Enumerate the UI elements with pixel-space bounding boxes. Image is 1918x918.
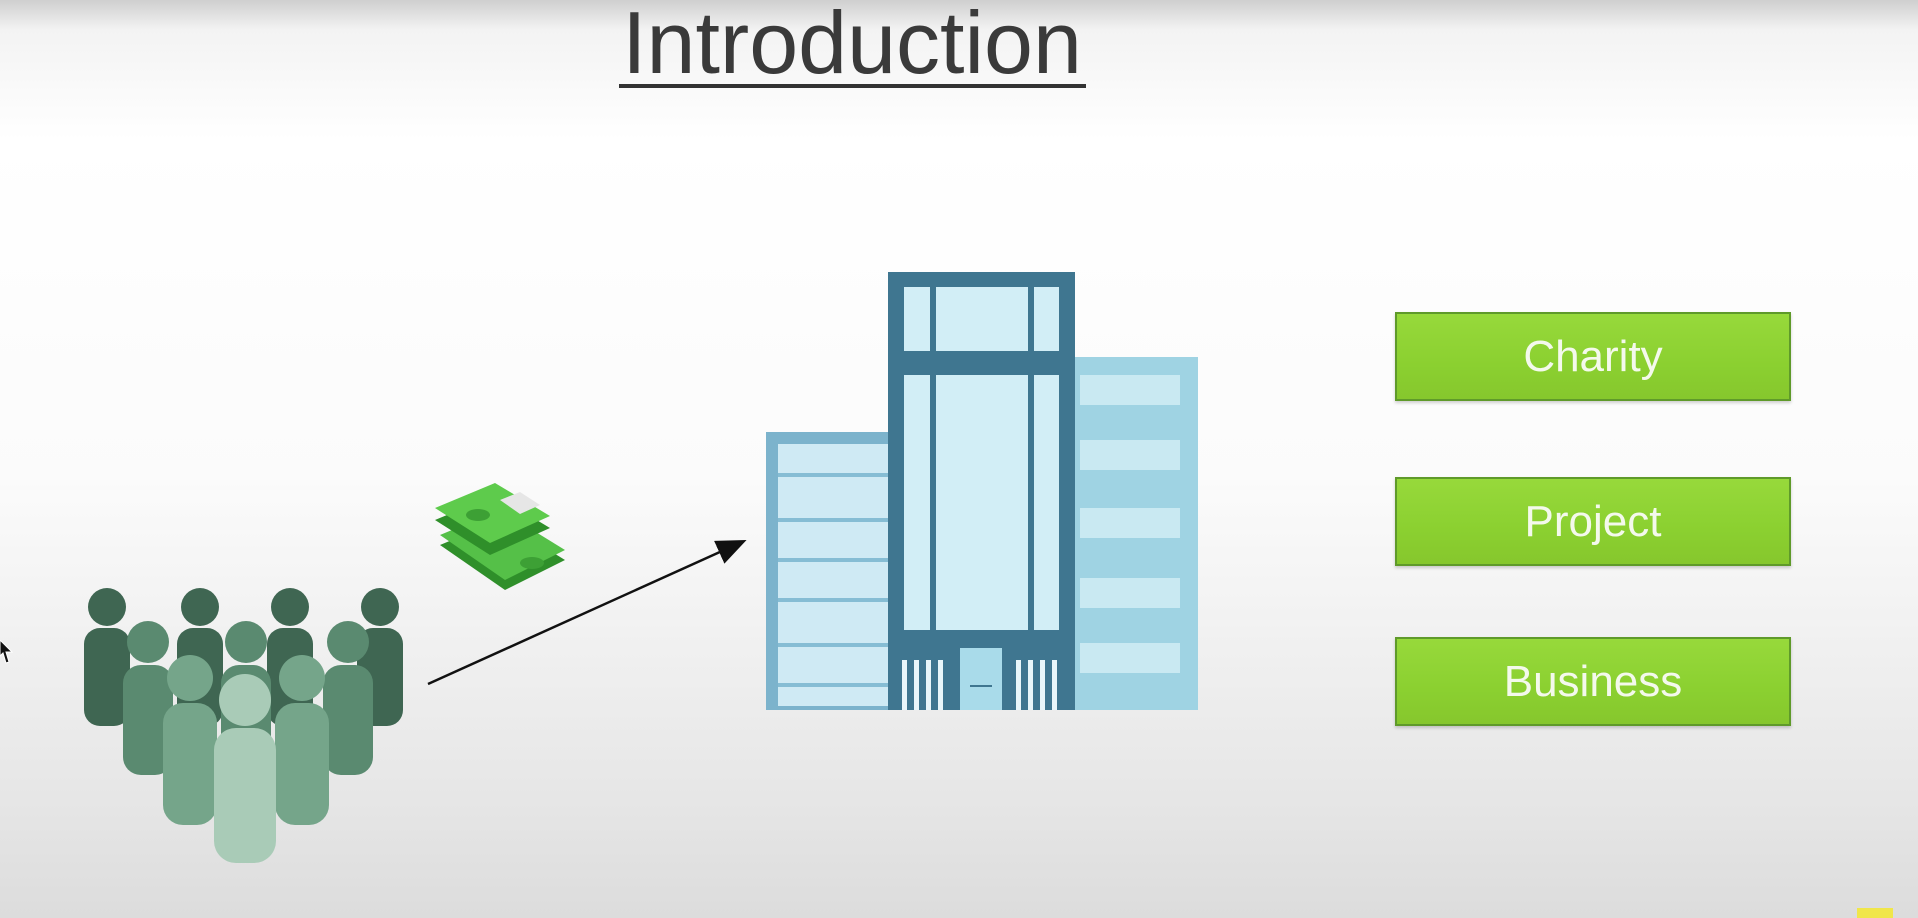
slide-title: Introduction [622, 0, 1082, 92]
category-project: Project [1395, 477, 1791, 566]
people-crowd-icon [84, 588, 403, 863]
title-underline [619, 84, 1086, 88]
cash-stack-icon [435, 483, 565, 590]
mouse-cursor-icon [0, 640, 14, 664]
flow-arrow [427, 539, 747, 686]
office-building-icon [766, 272, 1198, 710]
category-charity: Charity [1395, 312, 1791, 401]
corner-marker [1857, 908, 1893, 918]
category-business: Business [1395, 637, 1791, 726]
